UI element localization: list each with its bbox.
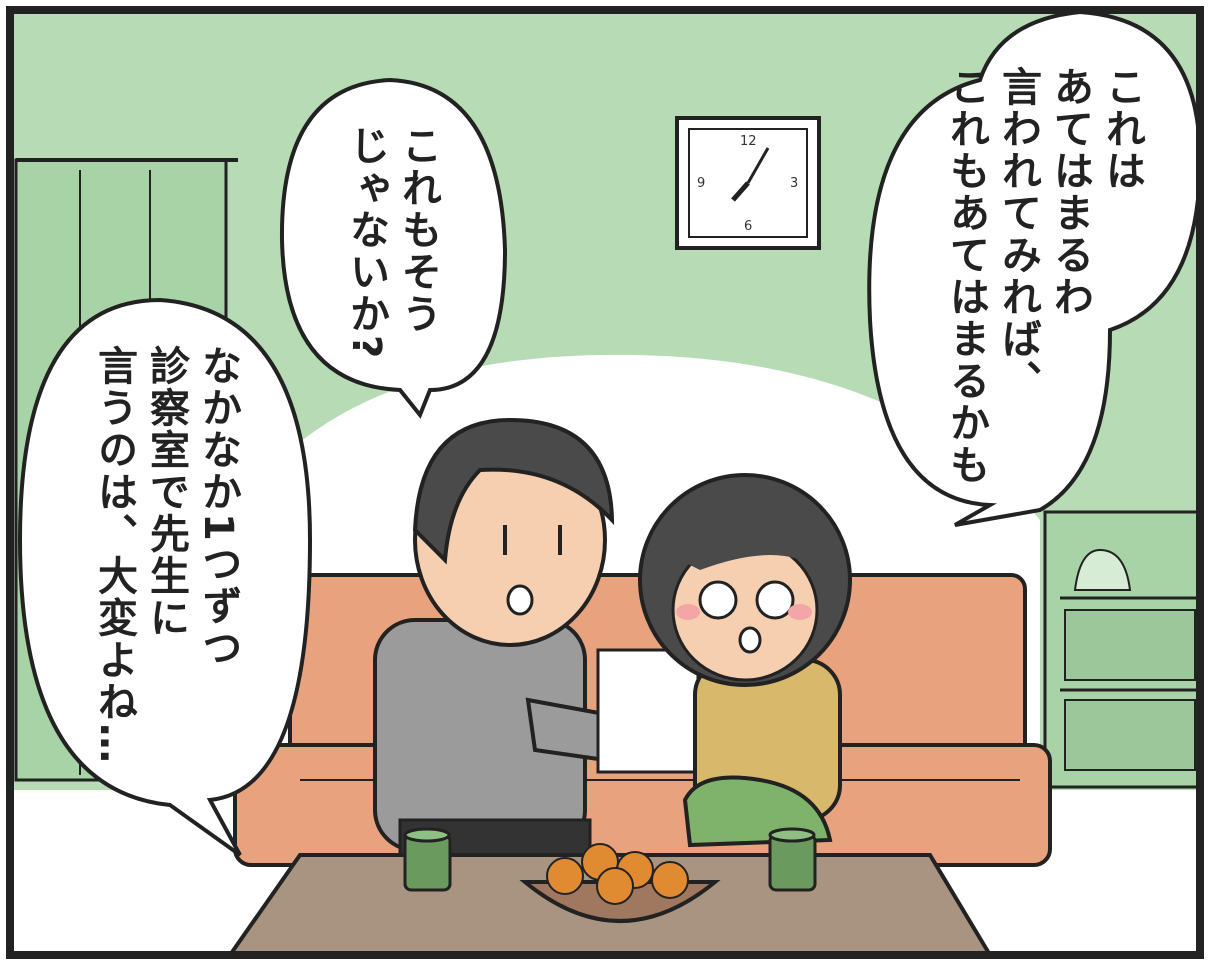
panel-border	[6, 6, 1204, 959]
paper-sheet	[596, 648, 700, 774]
cat-figure	[1073, 548, 1132, 591]
speech-bubble-left	[17, 297, 313, 857]
fruit-bowl	[519, 843, 721, 923]
speech-text-middle: これもそう じゃないか?	[343, 125, 441, 361]
clock-3: 3	[790, 176, 798, 191]
speech-text-left: なかなか1つずつ 診察室で先生に 言うのは、大変よね…	[91, 345, 241, 765]
clock-9: 9	[697, 176, 705, 191]
clock-6: 6	[744, 219, 752, 234]
clock-12: 12	[740, 134, 757, 149]
bookshelf	[1043, 510, 1202, 789]
cup-right	[768, 827, 817, 892]
woman-character	[638, 473, 852, 848]
speech-text-right: これは あてはまるわ 言われてみれば、 これもあてはまるかも	[943, 66, 1145, 486]
speech-bubble-middle	[279, 77, 508, 419]
wall-clock: 12 3 6 9	[675, 116, 821, 250]
cup-left	[403, 827, 452, 892]
